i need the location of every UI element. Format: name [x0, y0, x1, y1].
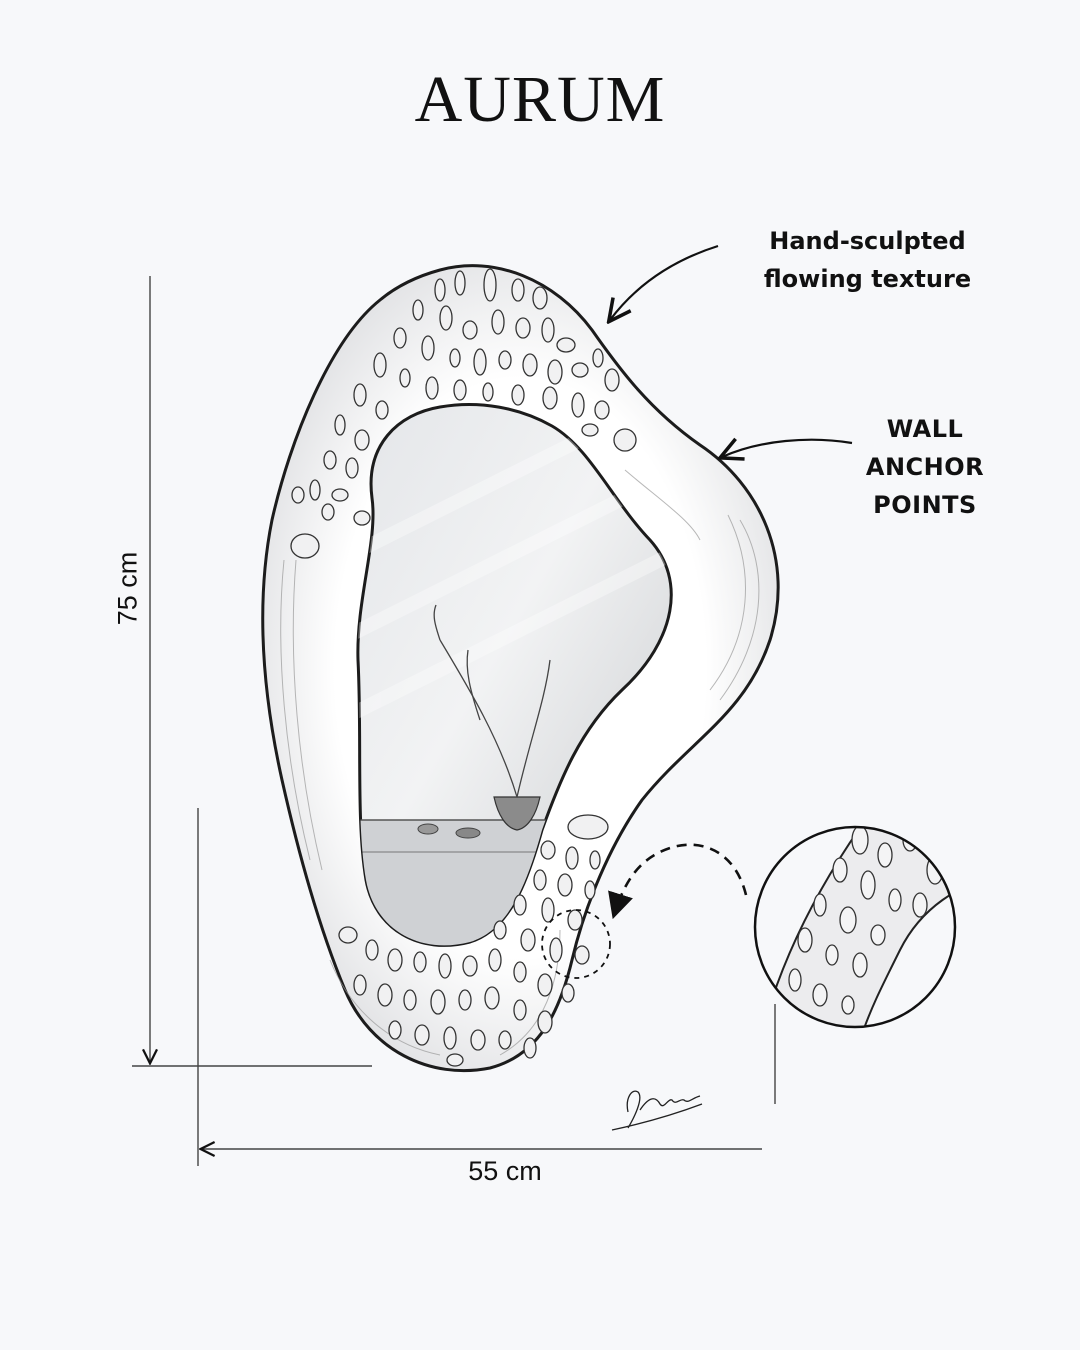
- callout-texture-line-1: Hand-sculpted: [769, 227, 966, 255]
- frame-hatching: [280, 469, 760, 1056]
- callout-anchor-line-3: POINTS: [873, 491, 977, 519]
- anchor-arrow: [722, 440, 853, 457]
- texture-top: [290, 268, 637, 559]
- callout-anchor-line-1: WALL: [886, 415, 964, 443]
- reflected-bowl: [493, 796, 541, 831]
- callout-texture: Hand-sculpted flowing texture: [745, 222, 990, 298]
- callout-texture-line-2: flowing texture: [763, 265, 972, 293]
- mirror-glass: [356, 403, 673, 947]
- brand-logo: AURUM: [414, 63, 666, 136]
- detail-focus-circle: [541, 909, 611, 979]
- mirror-outline: [356, 403, 673, 947]
- callout-arrows: [608, 244, 853, 920]
- dimension-lines: [132, 276, 776, 1166]
- detail-view-border: [753, 825, 957, 1029]
- texture-bottom: [338, 814, 609, 1067]
- callout-anchor-line-2: ANCHOR: [865, 453, 985, 481]
- artist-signature: [611, 1090, 703, 1131]
- texture-detail-view: [753, 825, 957, 1029]
- detail-arrow: [608, 843, 748, 920]
- texture-arrow: [610, 244, 719, 320]
- reflected-branches: [433, 604, 551, 798]
- width-label: 55 cm: [468, 1156, 542, 1186]
- callout-anchor-points: WALL ANCHOR POINTS: [840, 410, 1010, 524]
